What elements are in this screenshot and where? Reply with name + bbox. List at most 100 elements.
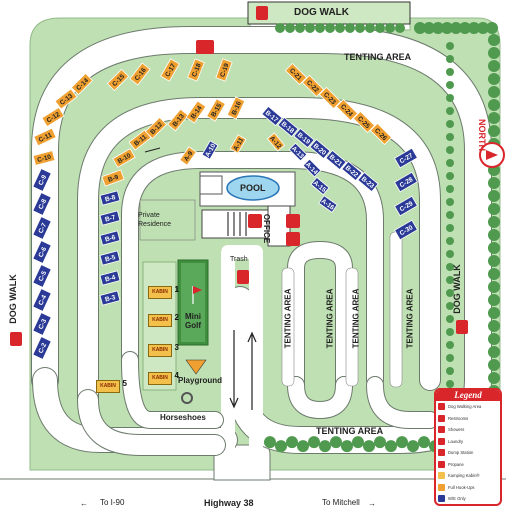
tree bbox=[468, 22, 480, 34]
tree bbox=[446, 315, 454, 323]
campsite-c-27: C-27 bbox=[394, 147, 418, 169]
tree bbox=[446, 146, 454, 154]
campsite-label: C-10 bbox=[37, 154, 53, 165]
legend-item: Restrooms bbox=[436, 413, 500, 425]
tree bbox=[446, 159, 454, 167]
tree bbox=[285, 23, 295, 33]
tree bbox=[488, 320, 500, 332]
innermost-loop-road bbox=[122, 152, 383, 388]
pool-water bbox=[226, 175, 280, 201]
tree bbox=[418, 436, 430, 449]
tree bbox=[441, 22, 453, 34]
legend-item: Laundry bbox=[436, 436, 500, 448]
tree bbox=[488, 216, 500, 228]
tree bbox=[488, 177, 500, 189]
tree bbox=[330, 436, 342, 449]
tree bbox=[308, 436, 320, 449]
office-label: OFFICE bbox=[262, 213, 272, 244]
legend-item-label: Laundry bbox=[448, 438, 464, 444]
dog-walk-icon bbox=[256, 6, 268, 20]
campsite-c-18: C-18 bbox=[187, 58, 205, 82]
tree bbox=[446, 367, 454, 375]
tree bbox=[363, 440, 375, 453]
campsite-c-29: C-29 bbox=[394, 195, 418, 217]
tree bbox=[374, 436, 386, 449]
tree bbox=[446, 120, 454, 128]
tree bbox=[446, 107, 454, 115]
tenting-strip-3 bbox=[389, 231, 403, 388]
legend-swatch bbox=[438, 414, 445, 422]
campsite-label: C-7 bbox=[37, 222, 48, 235]
campsite-b-7: B-7 bbox=[99, 210, 121, 226]
kabin-label: KABIN bbox=[152, 317, 168, 323]
campsite-c-3: C-3 bbox=[32, 312, 52, 336]
campsite-c-9: C-9 bbox=[32, 168, 52, 192]
tree bbox=[432, 22, 444, 34]
propane-icon bbox=[196, 40, 214, 54]
tree bbox=[446, 380, 454, 388]
tree bbox=[275, 23, 285, 33]
tree bbox=[488, 73, 500, 85]
tree bbox=[446, 94, 454, 102]
tree bbox=[385, 23, 395, 33]
tree bbox=[355, 23, 365, 33]
outer-loop-road bbox=[32, 27, 491, 453]
legend-item: Kamping Kabin® bbox=[436, 470, 500, 482]
tree bbox=[297, 440, 309, 453]
kabin-number: 1 bbox=[174, 285, 179, 294]
dog-walk-icon bbox=[456, 320, 468, 334]
tree bbox=[446, 224, 454, 232]
kabin-number: 5 bbox=[122, 379, 127, 388]
campsite-c-8: C-8 bbox=[32, 192, 52, 216]
tenting-area-label-3: TENTING AREA bbox=[351, 288, 361, 349]
tree bbox=[450, 22, 462, 34]
campsite-c-10: C-10 bbox=[32, 150, 56, 166]
campsite-c-19: C-19 bbox=[215, 58, 233, 82]
highway-label: Highway 38 bbox=[204, 498, 254, 508]
kabin-2: KABIN 2 bbox=[148, 313, 179, 327]
tree bbox=[396, 436, 408, 449]
tree bbox=[446, 250, 454, 258]
tree bbox=[488, 34, 500, 46]
kabin-label: KABIN bbox=[152, 375, 168, 381]
kabin-label: KABIN bbox=[152, 347, 168, 353]
legend-title: Legend bbox=[436, 390, 500, 401]
tree bbox=[423, 22, 435, 34]
kabin-number: 2 bbox=[174, 313, 179, 322]
dog-walk-top-label: DOG WALK bbox=[294, 7, 349, 18]
legend-item-label: W/E Only bbox=[448, 496, 466, 502]
mini-golf-label: Mini Golf bbox=[185, 312, 201, 330]
campsite-c-4: C-4 bbox=[32, 288, 52, 312]
campsite-label: C-3 bbox=[37, 318, 48, 331]
campsite-label: C-2 bbox=[37, 342, 48, 355]
north-label: NORTH bbox=[477, 119, 487, 151]
tree bbox=[446, 276, 454, 284]
trash-icon bbox=[237, 270, 249, 284]
tree bbox=[341, 440, 353, 453]
tent-road-3 bbox=[288, 377, 352, 418]
campsite-label: A-9 bbox=[183, 150, 195, 163]
legend-item-label: Dog Walking Area bbox=[448, 404, 482, 410]
horseshoes-label: Horseshoes bbox=[160, 413, 206, 422]
campsite-label: C-4 bbox=[37, 294, 48, 307]
campsite-label: B-5 bbox=[104, 254, 116, 264]
playground-label: Playground bbox=[178, 376, 223, 385]
campsite-b-6: B-6 bbox=[99, 230, 121, 246]
legend-item-label: Propane bbox=[448, 461, 464, 467]
tree bbox=[275, 440, 287, 453]
campsite-c-25: C-25 bbox=[352, 110, 376, 134]
golf-flag-icon bbox=[193, 286, 202, 294]
tree bbox=[446, 133, 454, 141]
tree bbox=[352, 436, 364, 449]
to-mitchell-label: To Mitchell bbox=[322, 498, 360, 507]
tenting-strip-1 bbox=[281, 267, 295, 387]
playground-icon bbox=[185, 359, 207, 375]
tree bbox=[446, 263, 454, 271]
tree bbox=[286, 436, 298, 449]
campsite-c-30: C-30 bbox=[394, 219, 418, 241]
tree bbox=[488, 190, 500, 202]
tree bbox=[446, 185, 454, 193]
legend-swatch bbox=[438, 403, 445, 411]
legend-swatch bbox=[438, 449, 445, 457]
